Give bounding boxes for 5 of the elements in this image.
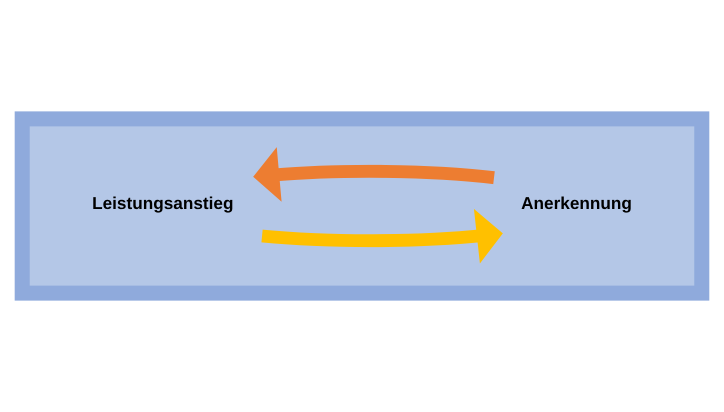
- node-text: Anerkennung: [521, 193, 632, 214]
- arrow: [261, 208, 503, 264]
- node-text: Leistungsanstieg: [92, 193, 234, 214]
- arrow: [253, 147, 495, 202]
- cluster: [14, 111, 710, 301]
